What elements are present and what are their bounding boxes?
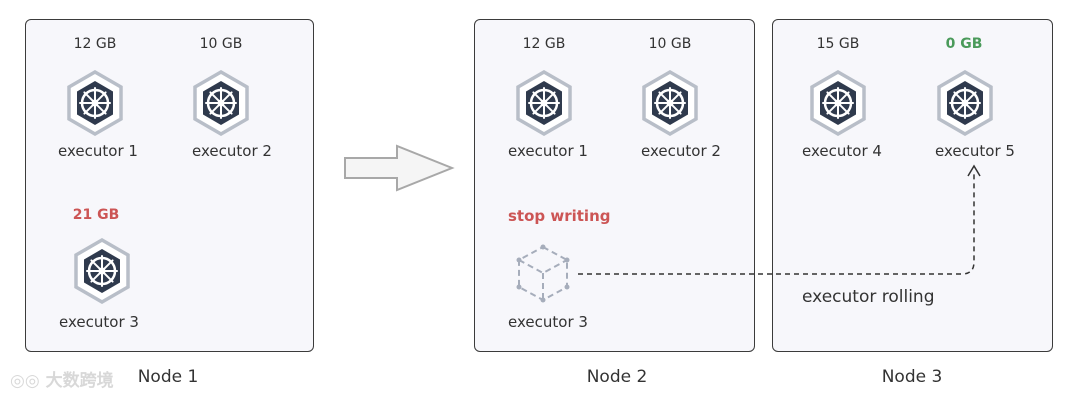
node1-executor2-label: executor 2 bbox=[192, 142, 272, 160]
node1-executor3-memory: 21 GB bbox=[72, 207, 120, 223]
migration-arrowhead bbox=[967, 164, 981, 177]
node3-executor4-memory: 15 GB bbox=[816, 36, 860, 52]
node2-executor1-memory: 12 GB bbox=[522, 36, 566, 52]
node1-executor2-memory: 10 GB bbox=[199, 36, 243, 52]
executor-icon bbox=[516, 70, 572, 136]
executor-icon bbox=[67, 70, 123, 136]
node3-executor4-label: executor 4 bbox=[802, 142, 882, 160]
node-1-box bbox=[25, 19, 314, 352]
node2-executor3-label: executor 3 bbox=[508, 313, 588, 331]
node2-executor1-label: executor 1 bbox=[508, 142, 588, 160]
executor-rolling-label: executor rolling bbox=[802, 287, 935, 307]
node-1-label: Node 1 bbox=[137, 367, 199, 387]
executor-icon bbox=[937, 70, 993, 136]
node3-executor5-label: executor 5 bbox=[935, 142, 1015, 160]
executor-icon bbox=[642, 70, 698, 136]
migration-dashed-path bbox=[578, 172, 975, 275]
stop-writing-status: stop writing bbox=[508, 207, 611, 225]
dashed-cube-icon bbox=[516, 244, 570, 303]
transition-arrow bbox=[344, 144, 455, 192]
node2-executor2-memory: 10 GB bbox=[648, 36, 692, 52]
executor-icon bbox=[193, 70, 249, 136]
watermark-logo: ◎◎ 大数跨境 bbox=[10, 366, 114, 391]
node1-executor3-label: executor 3 bbox=[59, 313, 139, 331]
watermark-glyph-icon: ◎◎ bbox=[10, 371, 46, 391]
node3-executor5-memory: 0 GB bbox=[945, 36, 983, 52]
node-2-box bbox=[474, 19, 755, 352]
watermark-text: 大数跨境 bbox=[45, 371, 114, 391]
executor-icon bbox=[810, 70, 866, 136]
executor-icon bbox=[74, 238, 130, 304]
node2-executor2-label: executor 2 bbox=[641, 142, 721, 160]
node1-executor1-label: executor 1 bbox=[58, 142, 138, 160]
node1-executor1-memory: 12 GB bbox=[73, 36, 117, 52]
node-3-box bbox=[772, 19, 1053, 352]
node-3-label: Node 3 bbox=[881, 367, 943, 387]
node-2-label: Node 2 bbox=[586, 367, 648, 387]
